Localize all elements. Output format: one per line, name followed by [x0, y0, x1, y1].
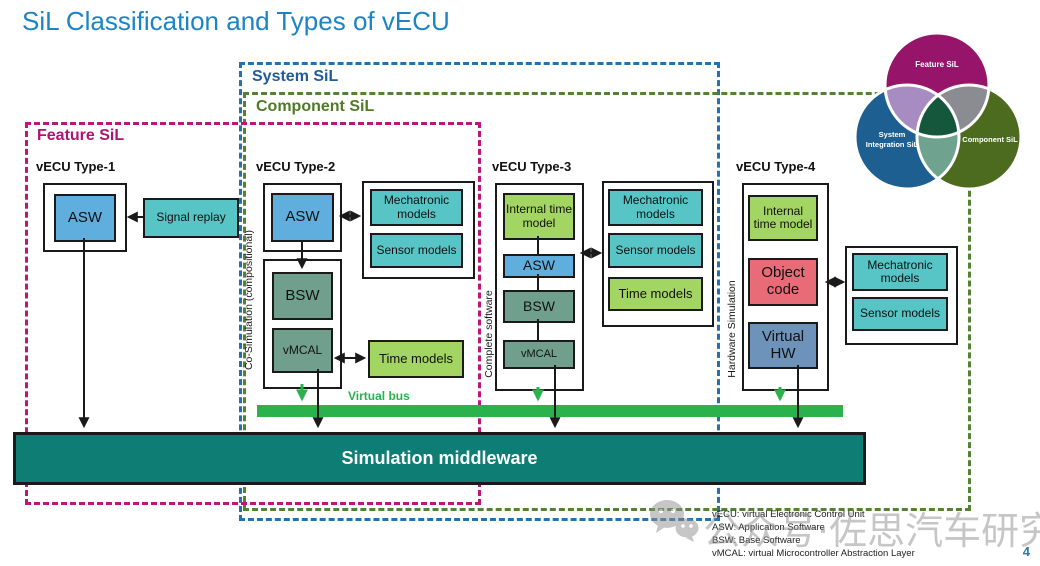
venn-system-outline — [853, 83, 961, 191]
type3-internal-time-model-box: Internal time model — [503, 193, 575, 240]
system-sil-label: System SiL — [252, 68, 339, 85]
legend-line-vecu: vECU: virtual Electronic Control Unit — [712, 509, 865, 520]
type3-time-models-box: Time models — [608, 277, 703, 311]
virtual-bus-bar — [257, 405, 843, 417]
type2-orientation-label: Co-Simulation (compositional) — [243, 229, 255, 371]
feature-sil-label: Feature SiL — [37, 127, 125, 144]
type1-title: vECU Type-1 — [36, 159, 116, 174]
type2-asw-box: ASW — [271, 193, 334, 242]
venn-center-lens — [917, 85, 959, 137]
legend-line-vmcal: vMCAL: virtual Microcontroller Abstracti… — [712, 548, 915, 559]
venn-feature-label: Feature SiL — [915, 60, 959, 69]
type3-vmcal-box: vMCAL — [503, 340, 575, 369]
venn-system-label-line2: Integration SiL — [866, 140, 919, 149]
type1-asw-box: ASW — [54, 194, 116, 242]
abbreviation-legend: vECU: virtual Electronic Control Unit AS… — [712, 508, 915, 560]
venn-feature-outline — [883, 31, 991, 139]
system-sil-region: System SiL — [239, 62, 720, 521]
type4-sensor-models-box: Sensor models — [852, 297, 948, 331]
legend-line-bsw: BSW: Base Software — [712, 535, 801, 546]
type2-mechatronic-models-box: Mechatronic models — [370, 189, 463, 226]
type3-title: vECU Type-3 — [492, 159, 572, 174]
type3-mechatronic-models-box: Mechatronic models — [608, 189, 703, 226]
component-sil-region: Component SiL — [243, 92, 971, 511]
type4-title: vECU Type-4 — [736, 159, 816, 174]
type4-virtual-hw-box: Virtual HW — [748, 322, 818, 369]
type4-mechatronic-models-box: Mechatronic models — [852, 253, 948, 291]
virtual-bus-label: Virtual bus — [348, 389, 410, 403]
page-title: SiL Classification and Types of vECU — [22, 6, 450, 36]
type4-internal-time-model-box: Internal time model — [748, 195, 818, 241]
type4-orientation-label: Hardware Simulation — [726, 280, 738, 378]
venn-component-label: Component SiL — [962, 135, 1018, 144]
component-sil-label: Component SiL — [256, 98, 375, 115]
type3-asw-box: ASW — [503, 254, 575, 278]
type2-title: vECU Type-2 — [256, 159, 336, 174]
simulation-middleware-label: Simulation middleware — [341, 448, 538, 468]
legend-line-asw: ASW: Application Software — [712, 522, 825, 533]
venn-system-label-line1: System — [879, 130, 906, 139]
sil-venn-diagram: Feature SiL System Integration SiL Compo… — [853, 31, 1023, 191]
type2-bsw-box: BSW — [272, 272, 333, 320]
simulation-middleware-bar: Simulation middleware — [13, 432, 866, 485]
type3-sensor-models-box: Sensor models — [608, 233, 703, 268]
type4-object-code-box: Object code — [748, 258, 818, 306]
type2-sensor-models-box: Sensor models — [370, 233, 463, 268]
type1-signal-replay-box: Signal replay — [143, 198, 239, 238]
type2-time-models-box: Time models — [368, 340, 464, 378]
feature-sil-region: Feature SiL — [25, 122, 481, 505]
venn-component-outline — [915, 83, 1023, 191]
type3-orientation-label: Complete software — [483, 290, 495, 378]
type3-bsw-box: BSW — [503, 290, 575, 323]
page-number: 4 — [1022, 544, 1030, 559]
type2-vmcal-box: vMCAL — [272, 328, 333, 373]
